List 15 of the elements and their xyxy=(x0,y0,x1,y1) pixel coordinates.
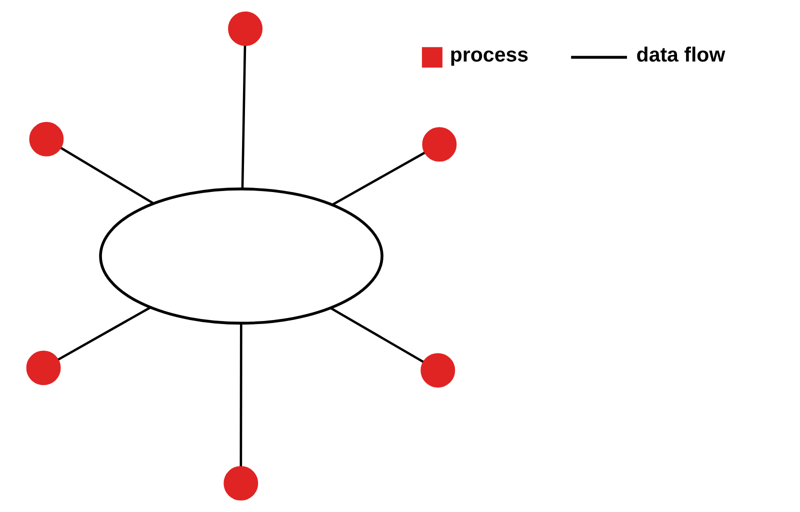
node-circle xyxy=(223,466,258,501)
legend-label: process xyxy=(449,44,528,67)
legend-label: data flow xyxy=(636,44,725,67)
connector xyxy=(240,46,246,189)
node-circle xyxy=(28,122,64,156)
node-circle xyxy=(26,350,60,386)
connector xyxy=(331,152,425,206)
connector xyxy=(60,146,154,204)
connector xyxy=(330,307,424,363)
node-circle xyxy=(228,11,262,46)
connector xyxy=(57,306,150,360)
node-cloud xyxy=(98,188,383,325)
node-circle xyxy=(422,127,456,162)
connector xyxy=(239,323,242,466)
node-circle xyxy=(420,353,455,388)
